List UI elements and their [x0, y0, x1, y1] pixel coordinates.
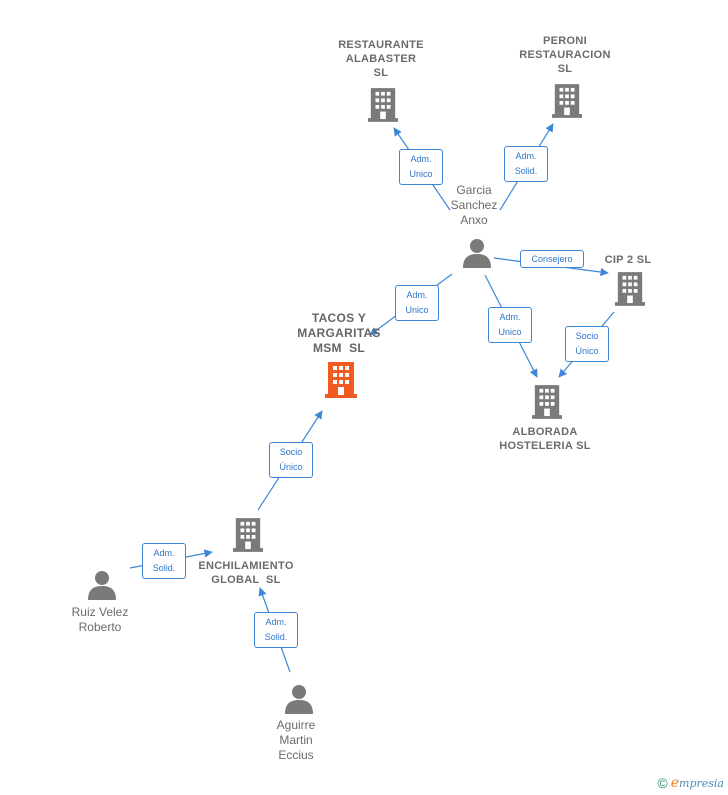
empresia-logo[interactable]: © empresia [657, 775, 724, 791]
relation-label[interactable]: Consejero [520, 250, 584, 268]
node-label-ruiz-velez[interactable]: Ruiz Velez Roberto [71, 605, 129, 634]
node-label-garcia-sanchez[interactable]: Garcia Sanchez Anxo [450, 183, 498, 227]
relation-label[interactable]: Adm. Unico [395, 285, 439, 321]
relation-label[interactable]: Socio Único [565, 326, 609, 362]
relation-label[interactable]: Adm. Unico [399, 149, 443, 185]
relation-label[interactable]: Adm. Unico [488, 307, 532, 343]
node-label-peroni-restauracion[interactable]: PERONI RESTAURACION SL [519, 35, 611, 75]
relation-label[interactable]: Socio Único [269, 442, 313, 478]
node-label-tacos-margaritas[interactable]: TACOS Y MARGARITAS MSM SL [297, 311, 381, 355]
person-icon[interactable] [88, 571, 116, 600]
brand-e: e [670, 775, 680, 791]
building-icon[interactable] [233, 518, 263, 552]
node-label-restaurante-alabaster[interactable]: RESTAURANTE ALABASTER SL [338, 39, 424, 79]
relation-label[interactable]: Adm. Solid. [504, 146, 548, 182]
node-label-enchilamiento-global[interactable]: ENCHILAMIENTO GLOBAL SL [198, 560, 294, 586]
relation-label[interactable]: Adm. Solid. [254, 612, 298, 648]
relation-label[interactable]: Adm. Solid. [142, 543, 186, 579]
building-icon[interactable] [325, 362, 357, 398]
node-label-aguirre-martin[interactable]: Aguirre Martin Eccius [276, 718, 316, 762]
node-label-alborada-hosteleria[interactable]: ALBORADA HOSTELERIA SL [499, 426, 591, 452]
copyright-icon: © [657, 775, 668, 791]
building-icon[interactable] [615, 272, 645, 306]
person-icon[interactable] [285, 685, 313, 714]
brand-name: mpresia [679, 777, 724, 790]
building-icon[interactable] [532, 385, 562, 419]
person-icon[interactable] [463, 239, 491, 268]
building-icon[interactable] [552, 84, 582, 118]
building-icon[interactable] [368, 88, 398, 122]
node-label-cip2[interactable]: CIP 2 SL [604, 254, 652, 266]
